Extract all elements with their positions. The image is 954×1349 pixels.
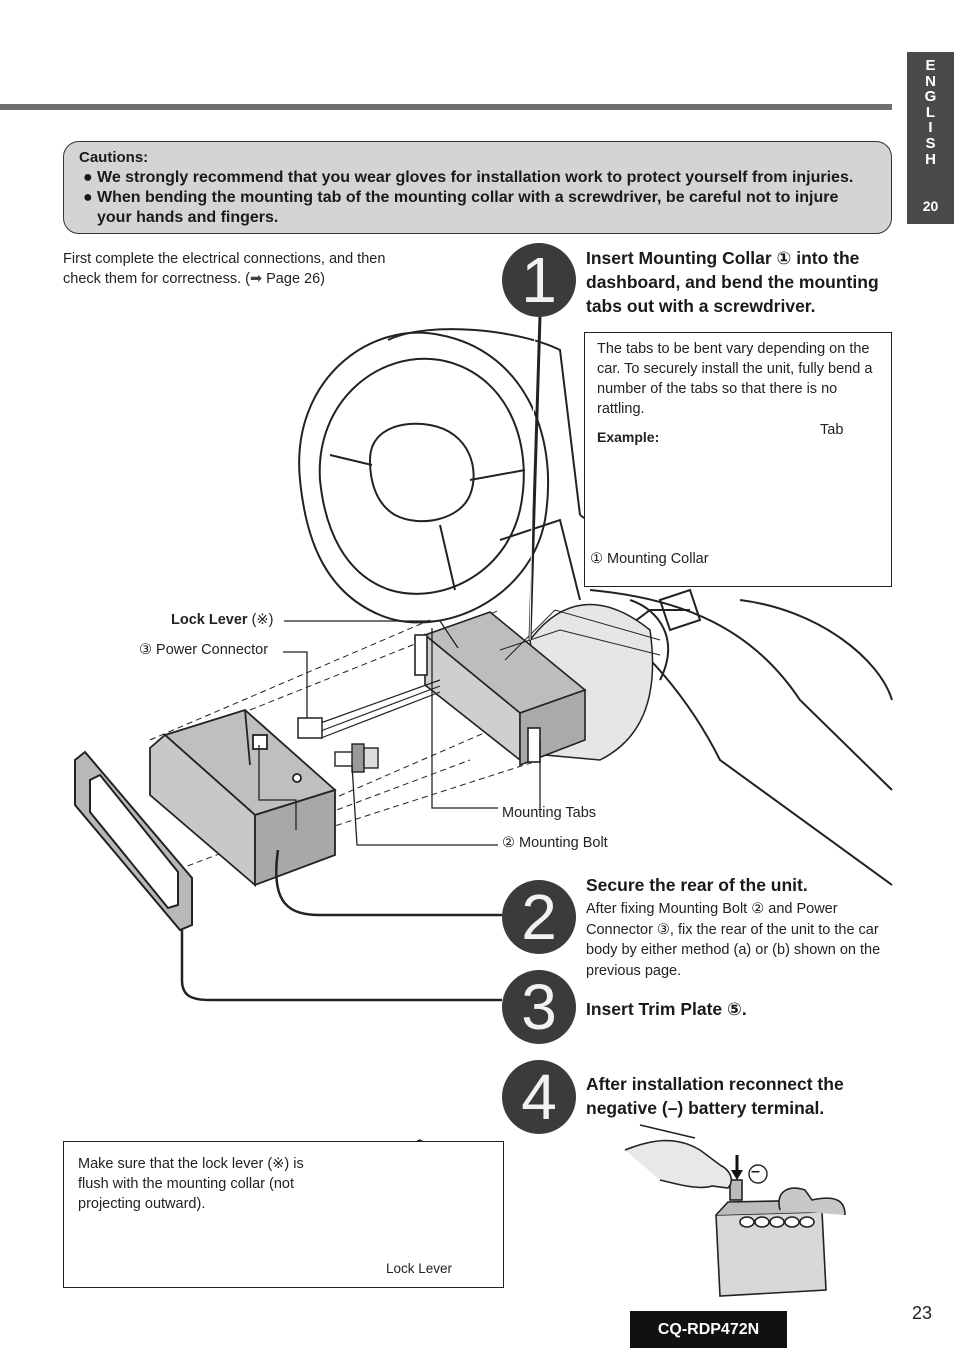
mounting-collar-label: ① Mounting Collar — [590, 551, 709, 567]
step-2-body: After fixing Mounting Bolt ② and Power C… — [586, 901, 881, 979]
power-connector-label: ③ Power Connector — [139, 642, 269, 658]
language-tab: E N G L I S H 20 — [907, 52, 954, 224]
lock-lever-label: Lock Lever (※) — [171, 612, 273, 628]
bullet-icon: ● — [83, 169, 93, 186]
tab-note-box: The tabs to be bent vary depending on th… — [584, 332, 892, 587]
lock-lever-text: Lock Lever — [171, 612, 248, 628]
example-label: Example: — [597, 429, 660, 445]
minus-symbol: – — [751, 1163, 760, 1180]
language-letters: E N G L I S H — [924, 57, 937, 168]
model-badge: CQ-RDP472N — [630, 1311, 787, 1348]
steering-wheel-rim — [298, 331, 550, 624]
steering-hub — [368, 422, 475, 523]
caution-text: We strongly recommend that you wear glov… — [97, 169, 854, 186]
lock-lever-note-box: Make sure that the lock lever (※) is flu… — [63, 1141, 504, 1288]
step-1-heading: Insert Mounting Collar ① into the dashbo… — [586, 248, 879, 316]
mounting-tabs-label: Mounting Tabs — [502, 805, 597, 821]
mounting-bolt-label: ② Mounting Bolt — [502, 835, 608, 851]
step-3-heading: Insert Trim Plate ⑤. — [586, 999, 747, 1019]
step-number: 3 — [502, 970, 576, 1044]
unit-side — [254, 788, 336, 887]
bullet-icon: ● — [83, 189, 93, 206]
steering-wheel-inner — [318, 357, 525, 595]
caution-item: ● When bending the mounting tab of the m… — [79, 188, 877, 228]
battery-body — [715, 1211, 827, 1297]
intro-page-ref: Page 26) — [262, 271, 325, 287]
cautions-title: Cautions: — [79, 149, 149, 166]
arrow-right-icon: ➡ — [249, 271, 263, 287]
step-number: 4 — [502, 1060, 576, 1134]
negative-terminal-icon — [748, 1164, 768, 1184]
step-number: 2 — [502, 880, 576, 954]
power-connector-plug — [297, 717, 323, 739]
tab-label: Tab — [820, 422, 844, 438]
tab-note-text: The tabs to be bent vary depending on th… — [597, 341, 873, 417]
reference-mark: (※) — [247, 612, 274, 628]
lock-lever-detail-label: Lock Lever — [386, 1261, 453, 1276]
lock-note-text: Make sure that the lock lever (※) is flu… — [78, 1156, 304, 1212]
caution-text: When bending the mounting tab of the mou… — [97, 189, 839, 226]
intro-text: First complete the electrical connection… — [63, 249, 413, 289]
step-2-heading: Secure the rear of the unit. — [586, 875, 808, 895]
section-number: 20 — [922, 198, 939, 214]
step-number: 1 — [502, 243, 576, 317]
cautions-box: Cautions: ● We strongly recommend that y… — [63, 141, 892, 234]
caution-item: ● We strongly recommend that you wear gl… — [79, 168, 877, 188]
header-rule — [0, 104, 892, 110]
page-number: 23 — [912, 1303, 933, 1323]
step-4-heading: After installation reconnect the negativ… — [586, 1074, 844, 1118]
intro-body: First complete the electrical connection… — [63, 251, 386, 287]
